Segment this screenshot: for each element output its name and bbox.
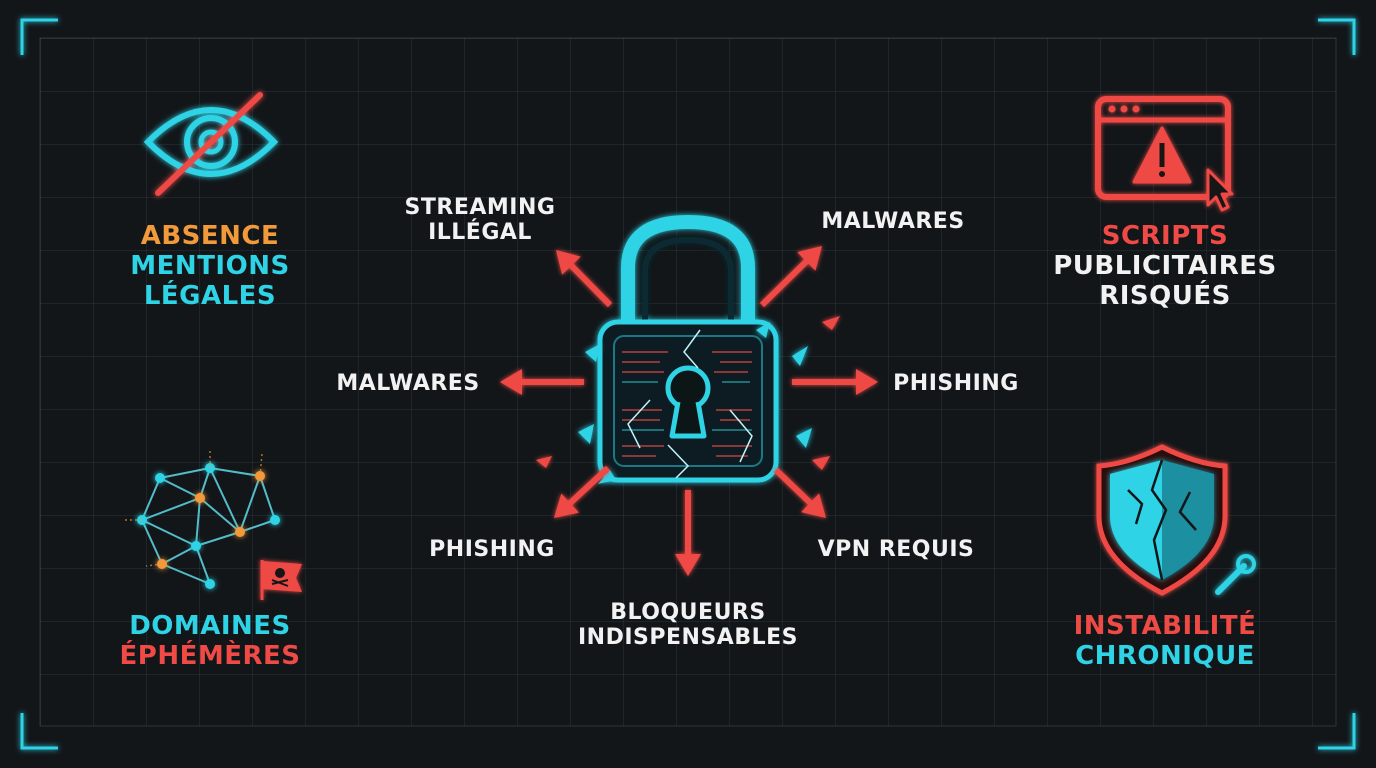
label-line: VPN REQUIS <box>817 537 975 562</box>
arrow-label-malwares-left: MALWARES <box>318 371 498 396</box>
arrow-label-vpn: VPN REQUIS <box>806 537 986 562</box>
arrow-head-down-right <box>801 493 826 518</box>
arrow-head-up-right <box>797 246 822 271</box>
arrow-label-bloqueurs: BLOQUEURS INDISPENSABLES <box>563 600 813 651</box>
arrow-label-phishing-right: PHISHING <box>876 371 1036 396</box>
cracked-shield-wrench-icon <box>1096 444 1256 596</box>
frame-corners <box>20 18 1356 750</box>
corner-label-bottom-left: DOMAINES ÉPHÉMÈRES <box>90 611 330 672</box>
arrow-shaft-down-right <box>773 467 813 505</box>
label-line: INSTABILITÉ <box>1073 611 1257 641</box>
label-line: SCRIPTS <box>1101 221 1229 251</box>
arrow-head-up-left <box>556 250 581 275</box>
arrow-shaft-down-left <box>568 465 611 506</box>
arrow-head-right <box>856 369 878 395</box>
corner-label-bottom-right: INSTABILITÉ CHRONIQUE <box>1045 611 1285 672</box>
network-pirate-flag-icon <box>124 448 302 600</box>
label-line: PHISHING <box>893 371 1019 396</box>
corner-label-top-left: ABSENCE MENTIONS LÉGALES <box>90 221 330 312</box>
crossed-eye-icon <box>143 92 279 196</box>
arrow-shaft-up-left <box>569 263 613 308</box>
label-line: ÉPHÉMÈRES <box>119 640 301 671</box>
label-line: LÉGALES <box>143 280 277 311</box>
label-line: PUBLICITAIRES <box>1053 250 1277 281</box>
lock-shards <box>578 322 812 484</box>
label-line: MALWARES <box>821 209 965 234</box>
label-line: CHRONIQUE <box>1075 640 1255 671</box>
label-line: PHISHING <box>429 537 555 562</box>
arrow-head-down <box>675 554 701 576</box>
arrow-label-malwares-top: MALWARES <box>803 209 983 234</box>
label-line: MALWARES <box>336 371 480 396</box>
label-line: INDISPENSABLES <box>578 625 798 651</box>
arrow-head-left <box>500 369 522 395</box>
arrow-shaft-up-right <box>759 259 809 308</box>
arrow-layer <box>500 246 878 576</box>
broken-padlock-icon <box>597 214 779 483</box>
label-line: ILLÉGAL <box>428 220 532 246</box>
arrow-label-streaming: STREAMING ILLÉGAL <box>385 195 575 246</box>
label-line: ABSENCE <box>140 221 280 251</box>
corner-label-top-right: SCRIPTS PUBLICITAIRES RISQUÉS <box>1033 221 1297 312</box>
arrow-head-down-left <box>554 493 579 518</box>
label-line: STREAMING <box>404 195 556 220</box>
label-line: BLOQUEURS <box>610 600 766 625</box>
label-line: RISQUÉS <box>1099 280 1231 311</box>
label-line: DOMAINES <box>129 611 291 641</box>
browser-warning-icon <box>1095 96 1234 212</box>
label-line: MENTIONS <box>130 250 290 281</box>
arrow-label-phishing-bottom: PHISHING <box>412 537 572 562</box>
